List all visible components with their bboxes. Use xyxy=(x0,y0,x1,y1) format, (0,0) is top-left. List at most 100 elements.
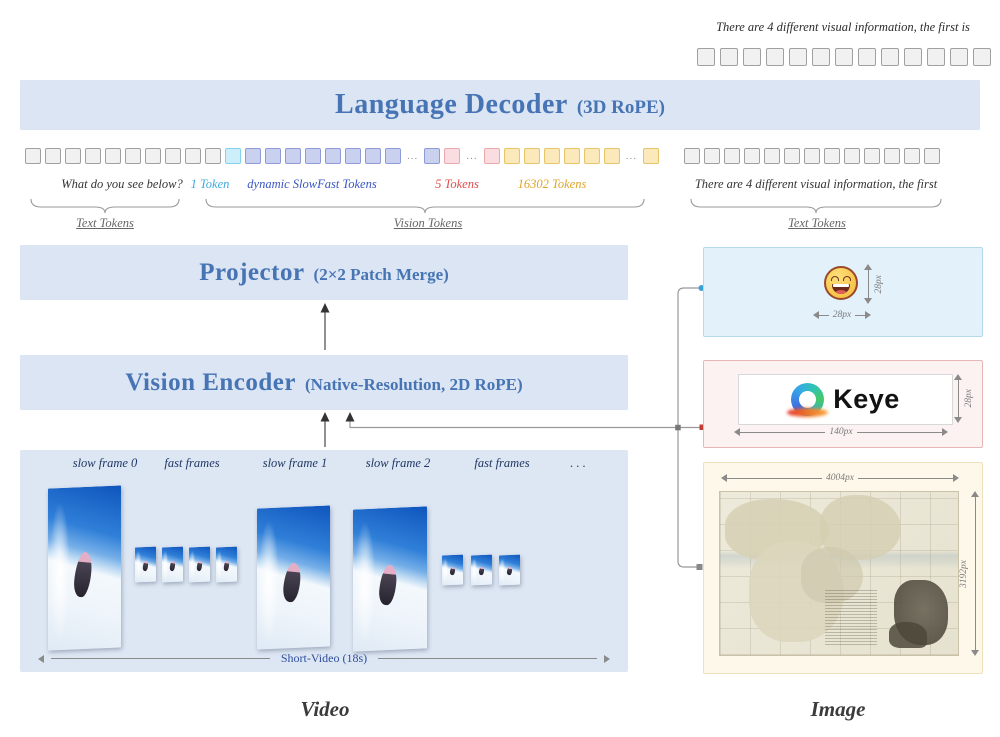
gray-token xyxy=(881,48,899,66)
label-slow-frame-2: slow frame 2 xyxy=(365,456,431,470)
yellow-token xyxy=(523,148,540,164)
video-fast-frame xyxy=(471,554,492,586)
emoji-width-dimension: 28px xyxy=(813,310,871,320)
emoji-mouth xyxy=(832,284,850,294)
purple-token xyxy=(325,148,341,164)
text-tokens-label-left: Text Tokens xyxy=(76,216,134,230)
gray-token xyxy=(924,148,940,164)
video-section-label: Video xyxy=(300,697,350,721)
gray-token xyxy=(844,148,860,164)
purple-token xyxy=(365,148,381,164)
gray-token xyxy=(145,148,161,164)
gray-token xyxy=(25,148,41,164)
encoder-subtitle: (Native-Resolution, 2D RoPE) xyxy=(305,374,523,394)
gray-token xyxy=(724,148,740,164)
gray-token xyxy=(744,148,760,164)
purple-token xyxy=(305,148,321,164)
gray-token xyxy=(835,48,853,66)
keye-brand-text: Keye xyxy=(833,384,900,414)
gray-token xyxy=(904,148,920,164)
gray-token xyxy=(789,48,807,66)
label-fast-frames-2: fast frames xyxy=(474,456,530,470)
caption-five-tokens: 5 Tokens xyxy=(435,177,479,191)
image-map-panel: 4004px 3192px xyxy=(703,462,983,674)
gray-token xyxy=(165,148,181,164)
gray-token xyxy=(904,48,922,66)
gray-token xyxy=(697,48,715,66)
projector-title: Projector xyxy=(199,258,305,286)
video-fast-frame xyxy=(189,546,210,583)
gray-token xyxy=(884,148,900,164)
label-slow-frame-1: slow frame 1 xyxy=(262,456,328,470)
gray-token xyxy=(205,148,221,164)
gray-token xyxy=(743,48,761,66)
image-keye-panel: Keye 140px 28px xyxy=(703,360,983,448)
keye-logo-icon xyxy=(787,383,829,417)
short-video-duration-arrow: Short-Video (18s) xyxy=(38,651,610,666)
video-fast-frame xyxy=(216,546,237,583)
gray-token xyxy=(704,148,720,164)
video-fast-frame xyxy=(499,554,520,586)
text-tokens-label-right: Text Tokens xyxy=(788,216,846,230)
right-text-tokens xyxy=(684,148,940,164)
video-fast-frame xyxy=(135,546,156,583)
map-text-columns xyxy=(824,589,878,646)
label-slow-frame-0: slow frame 0 xyxy=(72,456,138,470)
image-section-label: Image xyxy=(810,697,866,721)
purple-token xyxy=(345,148,361,164)
gray-token xyxy=(766,48,784,66)
emoji-eye-left xyxy=(831,276,839,281)
video-input-panel: slow frame 0 fast frames slow frame 1 sl… xyxy=(20,450,628,672)
yellow-token xyxy=(603,148,620,164)
laughing-face-emoji-icon xyxy=(824,266,858,300)
gray-token xyxy=(927,48,945,66)
ellipsis-separator: ... xyxy=(466,150,478,162)
decoder-subtitle: (3D RoPE) xyxy=(576,96,665,118)
yellow-token xyxy=(583,148,600,164)
caption-16302-tokens: 16302 Tokens xyxy=(517,177,587,191)
video-slow-frame-1 xyxy=(257,505,330,650)
video-fast-frame xyxy=(442,554,463,586)
gray-token xyxy=(45,148,61,164)
gray-token xyxy=(784,148,800,164)
video-slow-frame-0 xyxy=(48,485,121,651)
gray-token xyxy=(812,48,830,66)
keye-width-dimension: 140px xyxy=(734,427,948,437)
generated-answer-tokens xyxy=(697,48,991,66)
caption-slowfast-tokens: dynamic SlowFast Tokens xyxy=(247,177,377,191)
projector-subtitle: (2×2 Patch Merge) xyxy=(313,264,449,284)
purple-token xyxy=(245,148,261,164)
projector-block: Projector (2×2 Patch Merge) xyxy=(20,245,628,300)
purple-token xyxy=(385,148,401,164)
gray-token xyxy=(824,148,840,164)
label-ellipsis: . . . xyxy=(570,456,586,470)
vision-encoder-block: Vision Encoder (Native-Resolution, 2D Ro… xyxy=(20,355,628,410)
gray-token xyxy=(105,148,121,164)
yellow-token xyxy=(563,148,580,164)
keye-logo-box: Keye xyxy=(738,374,953,425)
vision-tokens-brace xyxy=(205,198,645,214)
gray-token xyxy=(973,48,991,66)
gray-token xyxy=(65,148,81,164)
map-width-dimension: 4004px xyxy=(721,473,959,483)
purple-token xyxy=(265,148,281,164)
yellow-token xyxy=(503,148,520,164)
decoder-title: Language Decoder xyxy=(335,89,568,120)
purple-token xyxy=(424,148,441,164)
label-fast-frames-1: fast frames xyxy=(164,456,220,470)
pink-token xyxy=(483,148,500,164)
yellow-token xyxy=(543,148,560,164)
language-decoder-block: Language Decoder (3D RoPE) xyxy=(20,80,980,130)
gray-token xyxy=(85,148,101,164)
gray-token xyxy=(684,148,700,164)
map-illustration xyxy=(888,622,928,649)
gray-token xyxy=(125,148,141,164)
gray-token xyxy=(720,48,738,66)
decoder-input-tokens: ......... xyxy=(25,148,660,164)
caption-left-text: What do you see below? xyxy=(61,177,183,191)
caption-one-token: 1 Token xyxy=(190,177,230,191)
cyan-token xyxy=(225,148,241,164)
emoji-height-dimension: 28px xyxy=(864,264,884,304)
image-emoji-panel: 28px 28px xyxy=(703,247,983,337)
